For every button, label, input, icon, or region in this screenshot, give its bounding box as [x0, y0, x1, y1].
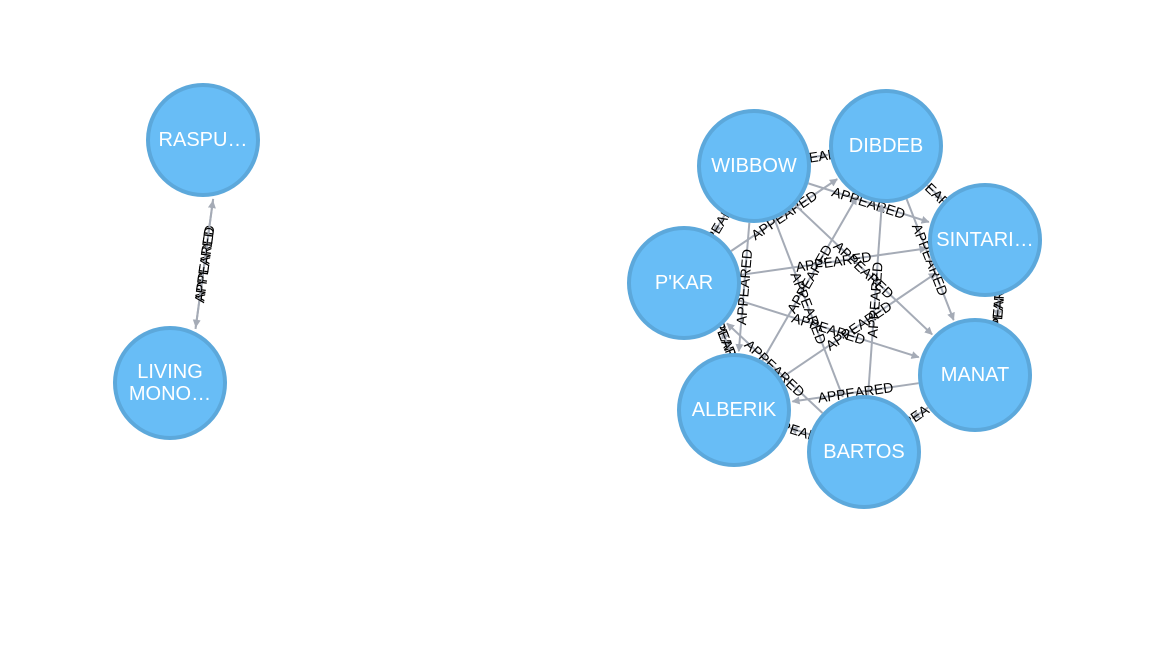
relationship-line[interactable] [905, 198, 955, 321]
relationship-label: APPEARED [831, 238, 897, 302]
relationship-label: APPEARED [191, 226, 217, 304]
node-wibbow[interactable]: WIBBOW [697, 109, 811, 223]
relationship-line[interactable] [713, 214, 726, 234]
node-alberik[interactable]: ALBERIK [677, 353, 791, 467]
node-manat[interactable]: MANAT [918, 318, 1032, 432]
node-rasputin[interactable]: RASPU… [146, 83, 260, 197]
node-dibdeb[interactable]: DIBDEB [829, 89, 943, 203]
relationship-line[interactable] [773, 218, 844, 398]
node-circle[interactable] [146, 83, 260, 197]
relationship-line[interactable] [867, 204, 886, 396]
node-circle[interactable] [627, 226, 741, 340]
relationship-line[interactable] [735, 222, 751, 352]
node-bartos[interactable]: BARTOS [807, 395, 921, 509]
relationship-living-monolith-rasputin[interactable]: APPEARED [191, 200, 217, 330]
relationship-line[interactable] [194, 200, 216, 330]
relationship-line[interactable] [807, 182, 930, 224]
relationship-line[interactable] [926, 184, 943, 201]
node-circle[interactable] [807, 395, 921, 509]
node-circle[interactable] [918, 318, 1032, 432]
node-living-monolith[interactable]: LIVINGMONO… [113, 326, 227, 440]
relationship-line[interactable] [738, 299, 920, 359]
relationship-line[interactable] [740, 245, 928, 276]
relationship-line[interactable] [789, 426, 811, 436]
relationship-label: APPEARED [864, 261, 885, 338]
relationship-line[interactable] [791, 382, 919, 405]
node-circle[interactable] [829, 89, 943, 203]
node-pkar[interactable]: P'KAR [627, 226, 741, 340]
relationship-line[interactable] [721, 330, 731, 351]
relationship-line[interactable] [993, 298, 1002, 319]
relationship-line[interactable] [911, 406, 929, 420]
relationship-line[interactable] [780, 272, 937, 379]
node-sintari[interactable]: SINTARI… [928, 183, 1042, 297]
relationship-line[interactable] [726, 322, 824, 414]
node-circle[interactable] [113, 326, 227, 440]
relationship-bartos-dibdeb[interactable]: APPEARED [864, 204, 886, 396]
relationship-line[interactable] [761, 196, 858, 362]
node-circle[interactable] [697, 109, 811, 223]
relationship-line[interactable] [810, 151, 829, 160]
node-circle[interactable] [677, 353, 791, 467]
node-circle[interactable] [928, 183, 1042, 297]
relationship-line[interactable] [794, 204, 933, 336]
